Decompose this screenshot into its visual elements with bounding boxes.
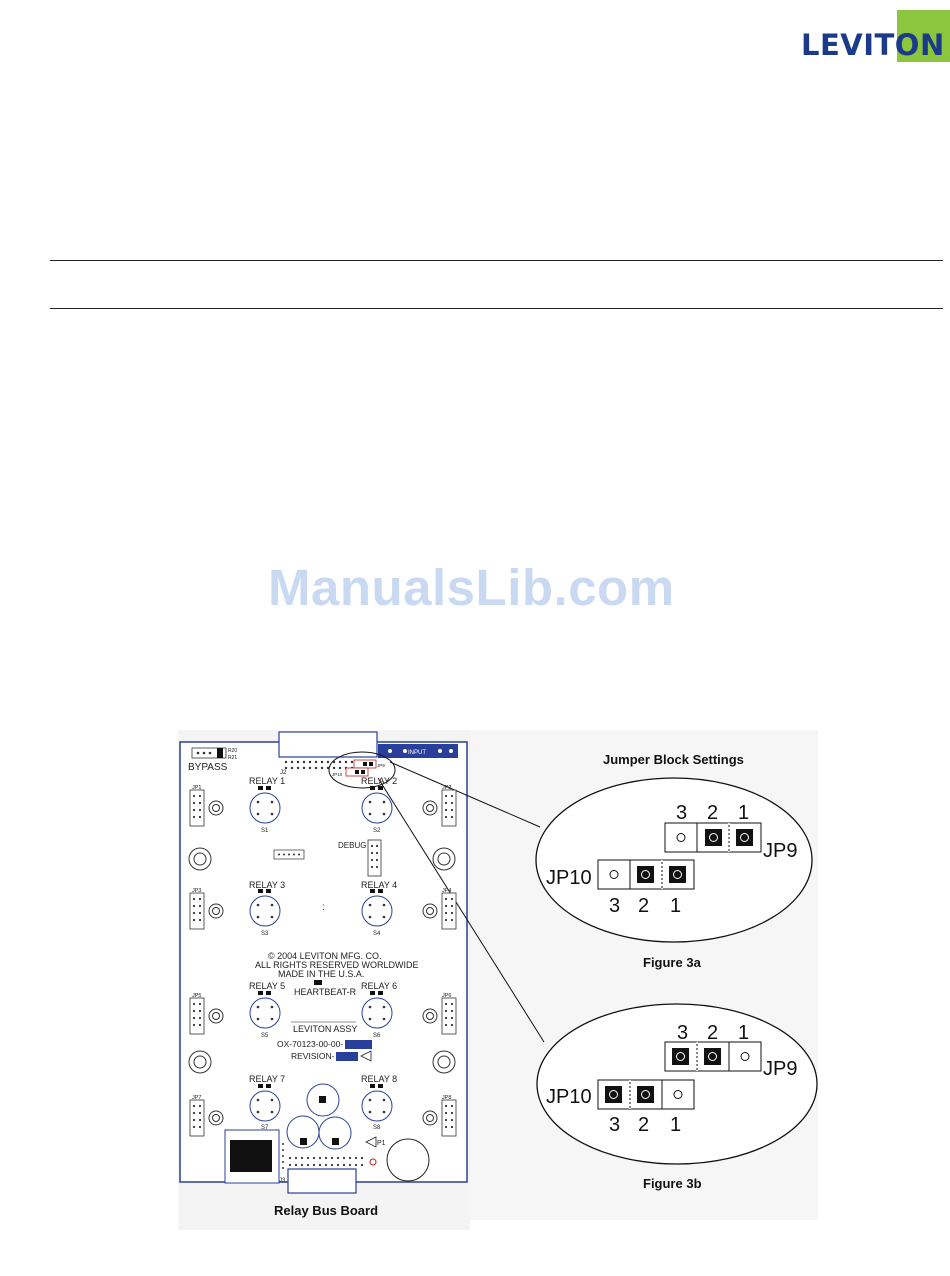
jp10-3b-pin2: 2 <box>638 1114 649 1136</box>
input-terminal-label: INPUT <box>408 750 426 756</box>
s5-label: S5 <box>261 1033 269 1039</box>
jp6-label: JP6 <box>442 993 451 999</box>
jp9-3a-pin2: 2 <box>707 802 718 824</box>
jp10-3b-pin1: 1 <box>670 1114 681 1136</box>
r20-label: R20 <box>228 748 237 754</box>
jp9-3b-pin1: 1 <box>738 1022 749 1044</box>
jp10-3b-label: JP10 <box>546 1086 592 1108</box>
jp10-3a-pin3: 3 <box>609 895 620 917</box>
jp9-3b-pin2: 2 <box>707 1022 718 1044</box>
capacitors <box>286 1083 352 1150</box>
header-rule-top <box>50 260 943 261</box>
relay5-label: RELAY 5 <box>249 981 285 991</box>
jp10-board-label: JP10 <box>332 772 343 777</box>
relay8-label: RELAY 8 <box>361 1074 397 1084</box>
j3-connector <box>287 1168 357 1194</box>
jp7-label: JP7 <box>192 1095 201 1101</box>
board-caption: Relay Bus Board <box>274 1203 379 1218</box>
jp2-label: JP2 <box>442 785 451 791</box>
debug-header <box>367 839 382 877</box>
debug-label: DEBUG <box>338 841 366 850</box>
jp4-label: JP4 <box>442 888 451 894</box>
figure-3b-caption: Figure 3b <box>643 1176 702 1191</box>
s4-label: S4 <box>373 931 381 937</box>
jp5-label: JP5 <box>192 993 201 999</box>
j2-label: J2 <box>280 770 287 776</box>
jp9-3b-pin3: 3 <box>677 1022 688 1044</box>
relay4-label: RELAY 4 <box>361 880 397 890</box>
relay-switches <box>249 792 393 1122</box>
relay1-label: RELAY 1 <box>249 776 285 786</box>
u6-chip <box>230 1140 272 1172</box>
p1-label: P1 <box>377 1140 386 1147</box>
relay7-label: RELAY 7 <box>249 1074 285 1084</box>
jp10-3a-pin2: 2 <box>638 895 649 917</box>
j2-connector <box>278 731 378 758</box>
s7-label: S7 <box>261 1125 269 1131</box>
jp9-3a-pin1: 1 <box>738 802 749 824</box>
revision-label: REVISION- <box>291 1051 335 1061</box>
jp9-3a-label: JP9 <box>763 840 797 862</box>
made-in-text: MADE IN THE U.S.A. <box>278 969 364 979</box>
s1-label: S1 <box>261 828 269 834</box>
j3-label: J3 <box>279 1178 286 1184</box>
jp10-3a-pin1: 1 <box>670 895 681 917</box>
detail-title: Jumper Block Settings <box>603 752 744 767</box>
figure-3a-caption: Figure 3a <box>643 955 701 970</box>
jumper-highlight-ellipse <box>328 751 396 789</box>
input-terminal <box>378 744 458 758</box>
s3-label: S3 <box>261 931 269 937</box>
jp1-label: JP1 <box>192 785 201 791</box>
jp10-3b-pin3: 3 <box>609 1114 620 1136</box>
copyright-text: © 2004 LEVITON MFG. CO. <box>268 951 382 961</box>
jp9-3b-label: JP9 <box>763 1058 797 1080</box>
relay3-label: RELAY 3 <box>249 880 285 890</box>
watermark: ManualsLib.com <box>268 559 675 616</box>
p1-component <box>386 1138 430 1182</box>
logo-accent-square <box>897 10 950 62</box>
bypass-label: BYPASS <box>188 762 228 773</box>
relay6-label: RELAY 6 <box>361 981 397 991</box>
jp9-3a-pin3: 3 <box>676 802 687 824</box>
leader-line-3b <box>377 777 545 1043</box>
assy-label: LEVITON ASSY <box>293 1024 357 1034</box>
relay-bus-board-figure: J2 INPUT R20 R21 BYPASS JP9 JP10 JP1 JP3… <box>178 730 818 1230</box>
part-number: OX-70123-00-00- <box>277 1039 343 1049</box>
leviton-logo: LEVITON <box>801 28 945 62</box>
relay2-label: RELAY 2 <box>361 776 397 786</box>
r21-label: R21 <box>228 755 237 761</box>
mounting-holes <box>188 800 456 1126</box>
jp9-board-label: JP9 <box>377 763 385 768</box>
heartbeat-label: HEARTBEAT-R <box>294 987 357 997</box>
jp10-3a-label: JP10 <box>546 867 592 889</box>
jp8-label: JP8 <box>442 1095 451 1101</box>
header-rule-bottom <box>50 308 943 309</box>
leader-line-3a <box>389 761 541 828</box>
jumper-detail-figure: 3 2 1 JP9 JP10 3 2 1 3 2 1 JP9 JP10 3 2 … <box>535 777 818 1165</box>
jp3-label: JP3 <box>192 888 201 894</box>
s6-label: S6 <box>373 1033 381 1039</box>
rights-text: ALL RIGHTS RESERVED WORLDWIDE <box>255 960 419 970</box>
s2-label: S2 <box>373 828 381 834</box>
s8-label: S8 <box>373 1125 381 1131</box>
svg-text::: : <box>322 902 325 913</box>
